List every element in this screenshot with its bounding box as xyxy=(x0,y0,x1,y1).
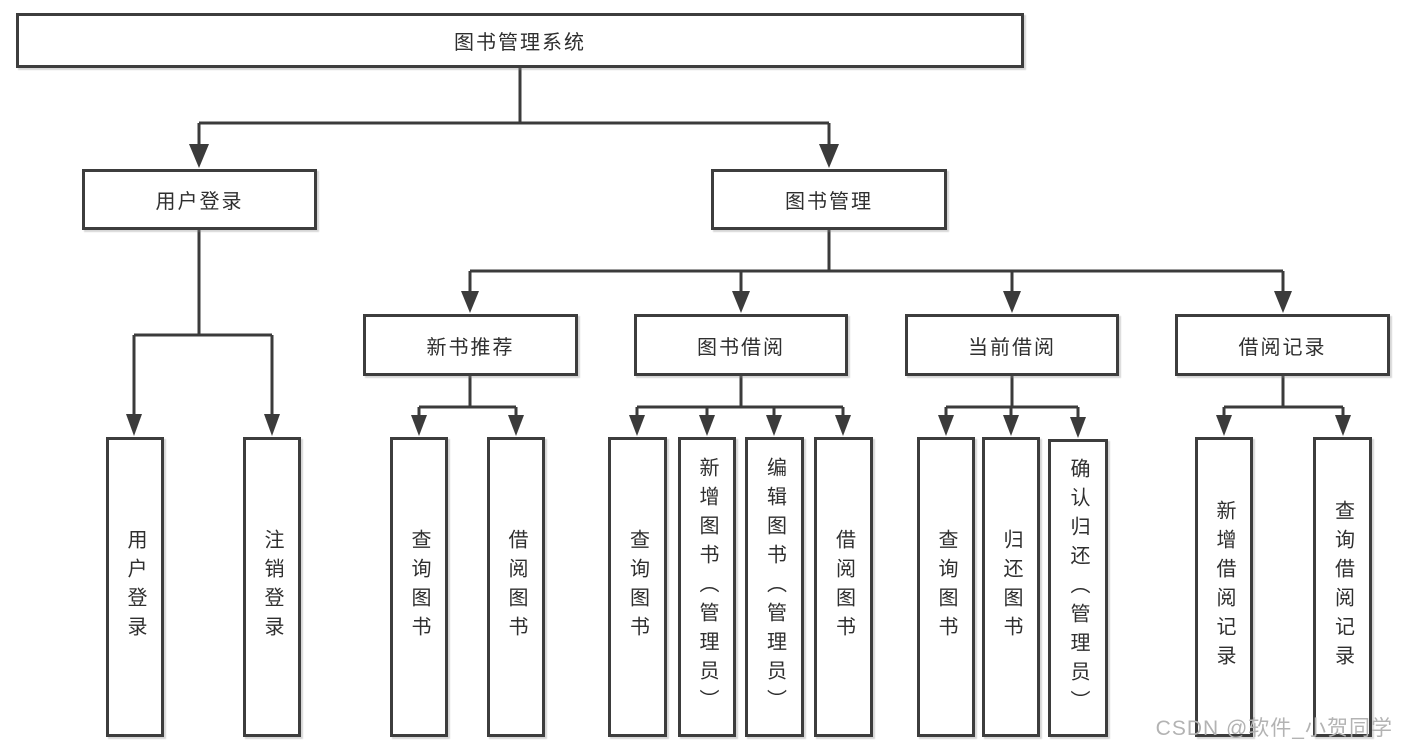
connector-borrow-records-children xyxy=(1216,376,1351,436)
leaf-borrow-books-recommend: 借阅图书 xyxy=(487,437,545,737)
node-label: 新书推荐 xyxy=(426,336,515,359)
node-label: 图书管理 xyxy=(785,191,873,213)
node-label: 图书管理系统 xyxy=(454,32,586,54)
node-label: 查询图书 xyxy=(935,529,957,645)
node-user-login: 用户登录 xyxy=(82,169,317,230)
node-label: 借阅图书 xyxy=(505,529,527,645)
node-borrow-records: 借阅记录 xyxy=(1175,314,1390,376)
node-book-management: 图书管理 xyxy=(711,169,947,230)
node-library-management-system: 图书管理系统 xyxy=(16,13,1024,68)
node-label: 用户登录 xyxy=(124,529,146,645)
node-label: 确认归还（管理员） xyxy=(1067,457,1089,719)
leaf-query-borrow-record: 查询借阅记录 xyxy=(1313,437,1372,737)
node-label: 编辑图书（管理员） xyxy=(763,456,786,718)
node-label: 新增借阅记录 xyxy=(1213,500,1235,674)
node-label: 借阅图书 xyxy=(832,529,855,645)
node-label: 用户登录 xyxy=(155,191,244,213)
leaf-return-books: 归还图书 xyxy=(982,437,1040,737)
node-new-book-recommend: 新书推荐 xyxy=(363,314,578,376)
connector-new-book-recommend-children xyxy=(411,376,524,436)
node-book-borrow: 图书借阅 xyxy=(634,314,848,376)
leaf-user-login: 用户登录 xyxy=(106,437,164,737)
leaf-logout: 注销登录 xyxy=(243,437,301,737)
leaf-query-books-borrow: 查询图书 xyxy=(608,437,667,737)
leaf-query-books-current: 查询图书 xyxy=(917,437,975,737)
node-label: 新增图书（管理员） xyxy=(696,456,718,718)
node-label: 查询图书 xyxy=(626,529,649,645)
connector-book-management-children xyxy=(461,230,1292,313)
leaf-add-borrow-record: 新增借阅记录 xyxy=(1195,437,1253,737)
node-label: 归还图书 xyxy=(1000,529,1022,645)
node-label: 图书借阅 xyxy=(697,336,785,359)
connector-user-login-children xyxy=(126,230,280,436)
leaf-borrow-books: 借阅图书 xyxy=(814,437,873,737)
leaf-add-books-admin: 新增图书（管理员） xyxy=(678,437,736,737)
leaf-edit-books-admin: 编辑图书（管理员） xyxy=(745,437,804,737)
connector-current-borrow-children xyxy=(938,376,1086,438)
leaf-query-books-recommend: 查询图书 xyxy=(390,437,448,737)
node-label: 借阅记录 xyxy=(1238,336,1327,359)
connector-book-borrow-children xyxy=(629,376,851,436)
node-label: 注销登录 xyxy=(261,529,283,645)
node-label: 查询借阅记录 xyxy=(1331,500,1354,674)
node-label: 当前借阅 xyxy=(968,336,1056,359)
node-current-borrow: 当前借阅 xyxy=(905,314,1119,376)
leaf-confirm-return-admin: 确认归还（管理员） xyxy=(1048,439,1108,737)
node-label: 查询图书 xyxy=(408,529,430,645)
connector-root-to-level2 xyxy=(189,68,839,168)
